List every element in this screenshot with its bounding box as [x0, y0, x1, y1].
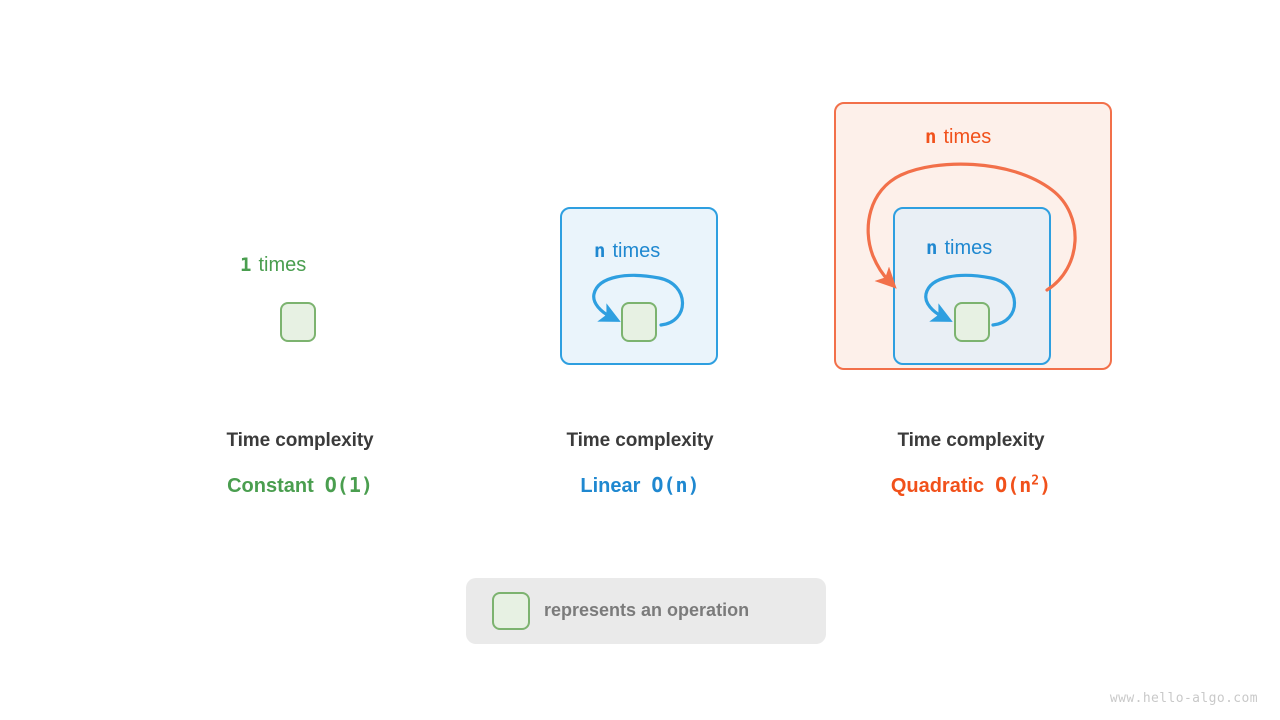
complexity-name-constant: Constant: [227, 475, 314, 497]
quadratic-outer-loop-word: times: [943, 126, 992, 148]
watermark: www.hello-algo.com: [1109, 691, 1258, 706]
operation-square: [621, 302, 657, 342]
complexity-name-quadratic: Quadratic: [890, 475, 985, 497]
operation-square: [954, 302, 990, 342]
bigo-base-close: ): [1039, 473, 1052, 497]
complexity-name-linear: Linear: [580, 475, 641, 497]
constant-loop-word: times: [258, 254, 307, 276]
bigo-exponent: 2: [1031, 473, 1040, 489]
quadratic-inner-loop-word: times: [944, 237, 993, 259]
legend-operation-square: [492, 592, 530, 630]
complexity-bigo-constant: O(1): [324, 473, 373, 497]
caption-value-linear: Linear O(n): [490, 473, 790, 498]
legend-label: represents an operation: [544, 600, 750, 620]
complexity-bigo-quadratic: O(n2): [995, 473, 1051, 497]
legend: represents an operation: [466, 578, 826, 644]
operation-square: [280, 302, 316, 342]
linear-loop-word: times: [612, 240, 661, 262]
caption-title-quadratic: Time complexity: [897, 430, 1045, 451]
constant-loop-label: 1 times: [240, 255, 306, 275]
caption-title-linear: Time complexity: [566, 430, 714, 451]
caption-linear: Time complexity Linear O(n): [490, 430, 790, 498]
bigo-base-open: O(n: [995, 473, 1032, 497]
quadratic-inner-loop-count: n: [926, 237, 938, 259]
caption-title-constant: Time complexity: [226, 430, 374, 451]
caption-value-quadratic: Quadratic O(n2): [821, 473, 1121, 498]
constant-loop-count: 1: [240, 254, 252, 276]
caption-value-constant: Constant O(1): [150, 473, 450, 498]
caption-constant: Time complexity Constant O(1): [150, 430, 450, 498]
panel-constant: 1 times: [180, 90, 420, 390]
quadratic-outer-loop-count: n: [925, 126, 937, 148]
linear-loop-count: n: [594, 240, 606, 262]
complexity-bigo-linear: O(n): [651, 473, 700, 497]
caption-quadratic: Time complexity Quadratic O(n2): [821, 430, 1121, 498]
